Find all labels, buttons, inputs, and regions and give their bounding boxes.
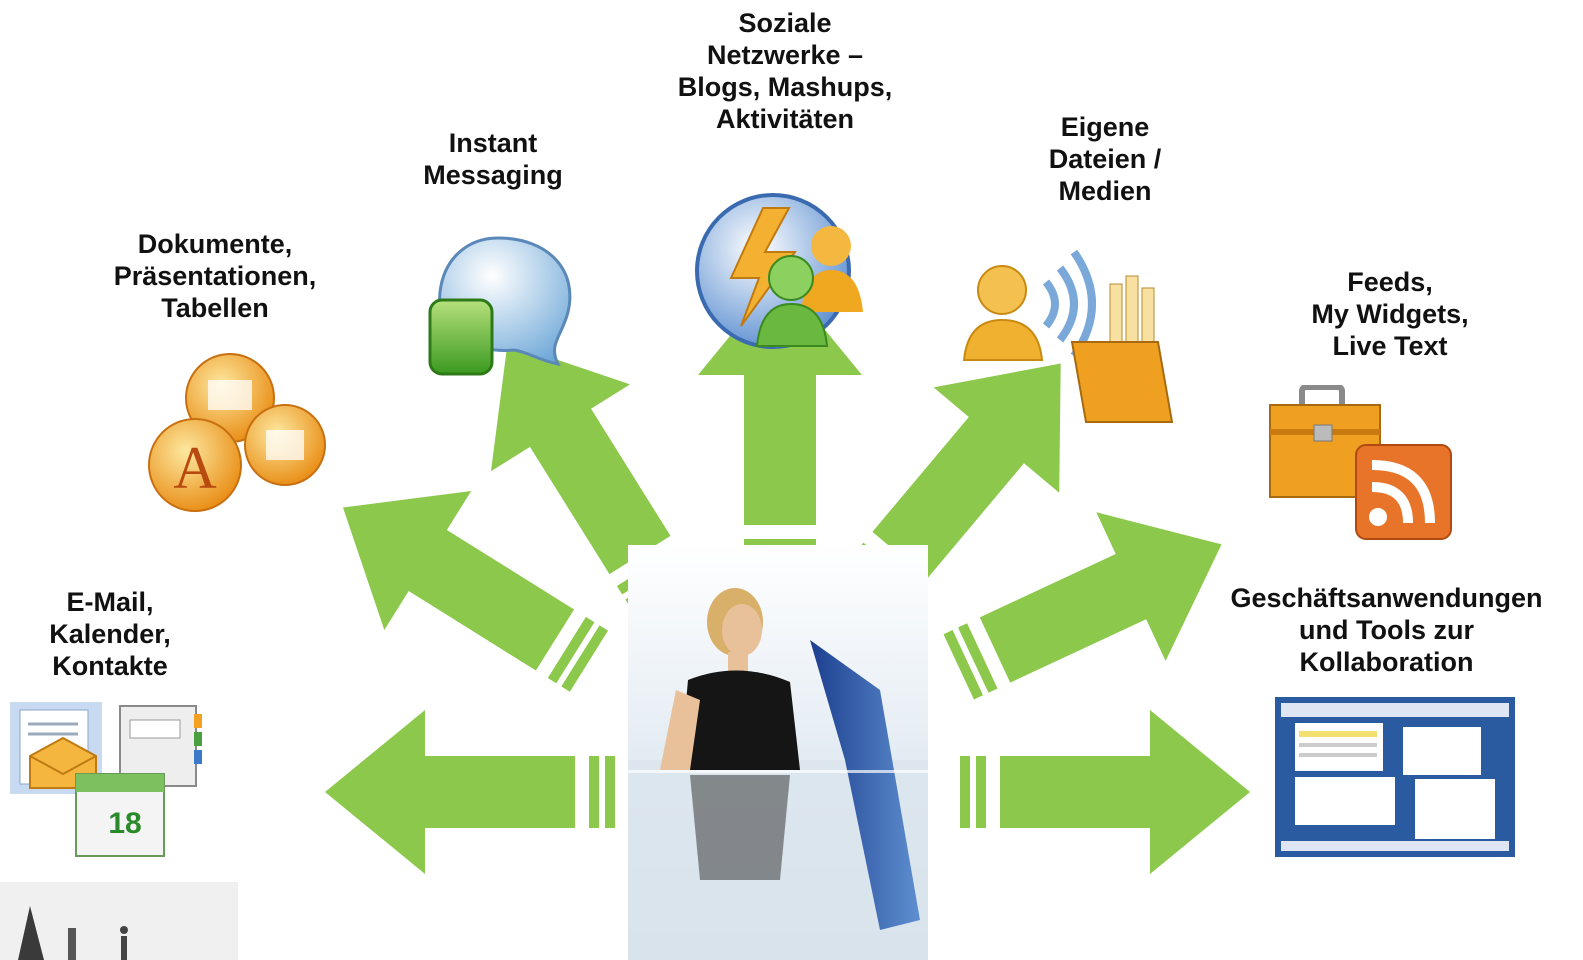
label-business: Geschäftsanwendungen und Tools zur Kolla… (1230, 583, 1543, 677)
chat-bubble-icon (428, 236, 572, 376)
social-network-icon (695, 193, 863, 349)
media-files-icon (962, 249, 1174, 423)
calendar-day: 18 (108, 807, 142, 840)
toolbox-rss-icon (1269, 385, 1452, 540)
svg-text:A: A (173, 435, 216, 501)
office-documents-icon: A (148, 353, 326, 512)
partial-photo (0, 882, 238, 960)
mail-calendar-contacts-icon (10, 702, 202, 857)
label-social: Soziale Netzwerke – Blogs, Mashups, Akti… (677, 8, 893, 134)
label-files: Eigene Dateien / Medien (1048, 112, 1162, 206)
label-feeds: Feeds, My Widgets, Live Text (1311, 267, 1469, 361)
app-screenshot-icon (1275, 697, 1515, 857)
label-messaging: Instant Messaging (423, 128, 563, 190)
label-documents: Dokumente, Präsentationen, Tabellen (113, 229, 317, 323)
label-email: E-Mail, Kalender, Kontakte (49, 587, 171, 681)
